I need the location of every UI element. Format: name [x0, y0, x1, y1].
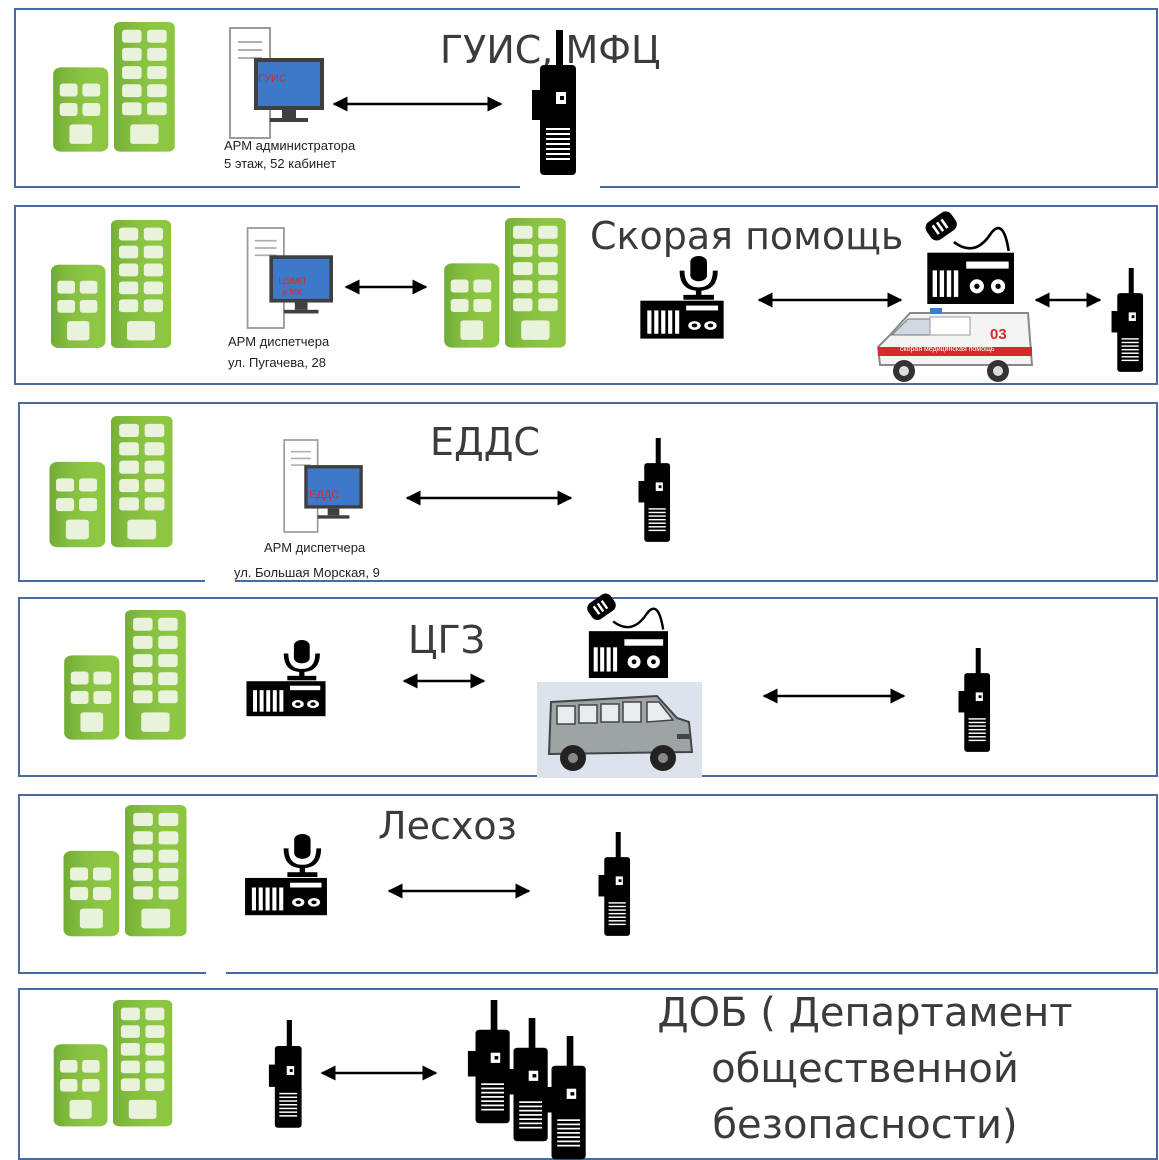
double-arrow — [320, 1065, 438, 1081]
computer-screen-label: ГУИС — [258, 73, 287, 85]
radio-group-icon — [467, 1000, 586, 1160]
computer-screen-label: ЕДДС — [309, 489, 340, 501]
building-icon — [444, 218, 566, 348]
panel-title: ЕДДС — [430, 420, 540, 464]
building-icon — [63, 805, 187, 937]
double-arrow — [387, 883, 531, 899]
workstation-caption-line1: АРМ диспетчера — [264, 540, 366, 555]
radio-icon — [598, 832, 631, 936]
radio-icon — [532, 30, 576, 175]
ambulance-icon — [876, 308, 1034, 382]
panel-title: ГУИС, МФЦ — [440, 28, 661, 72]
double-arrow — [344, 279, 428, 295]
double-arrow — [332, 96, 503, 112]
panel-title-line3: безопасности) — [712, 1102, 1018, 1148]
radio-icon — [638, 438, 671, 542]
workstation-caption-line1: АРМ администратора — [224, 138, 356, 153]
double-arrow — [762, 688, 906, 704]
building-icon — [49, 416, 173, 548]
base-station-icon — [226, 834, 346, 950]
panel-edds — [18, 402, 1158, 582]
ambulance-stripe-text: скорая медицинская помощь — [900, 346, 995, 353]
building-icon — [53, 22, 175, 152]
panel-title: Лесхоз — [378, 804, 517, 848]
double-arrow — [405, 490, 573, 506]
panel-title-line2: общественной — [711, 1046, 1019, 1092]
base-station-icon — [622, 256, 742, 374]
radio-icon — [1111, 268, 1144, 372]
building-icon — [64, 610, 186, 740]
panel-title: Скорая помощь — [590, 214, 904, 258]
ambulance-number: 03 — [990, 326, 1007, 343]
double-arrow — [402, 673, 486, 689]
computer-screen-label-line2: и МК — [281, 287, 303, 297]
workstation-caption-line1: АРМ диспетчера — [228, 334, 330, 349]
computer-screen-label-line1: ЦЭМП — [278, 276, 306, 286]
double-arrow — [757, 292, 903, 308]
radio-icon — [268, 1020, 302, 1128]
building-icon — [51, 220, 171, 348]
panel-ambulance — [14, 205, 1158, 385]
workstation-caption-line2: 5 этаж, 52 кабинет — [224, 156, 337, 171]
workstation-caption-line2: ул. Большая Морская, 9 — [234, 565, 380, 580]
double-arrow — [1034, 292, 1102, 308]
panel-title: ЦГЗ — [408, 618, 486, 662]
panel-title-line1: ДОБ ( Департамент — [657, 990, 1073, 1036]
base-station-icon — [226, 640, 346, 752]
workstation-caption-line2: ул. Пугачева, 28 — [228, 355, 326, 370]
mobile-radio-icon — [921, 207, 1016, 306]
mobile-radio-icon — [583, 589, 670, 680]
radio-icon — [958, 648, 991, 752]
building-icon — [53, 1000, 173, 1127]
van-icon — [537, 682, 702, 778]
panel-leskhoz — [18, 794, 1158, 974]
